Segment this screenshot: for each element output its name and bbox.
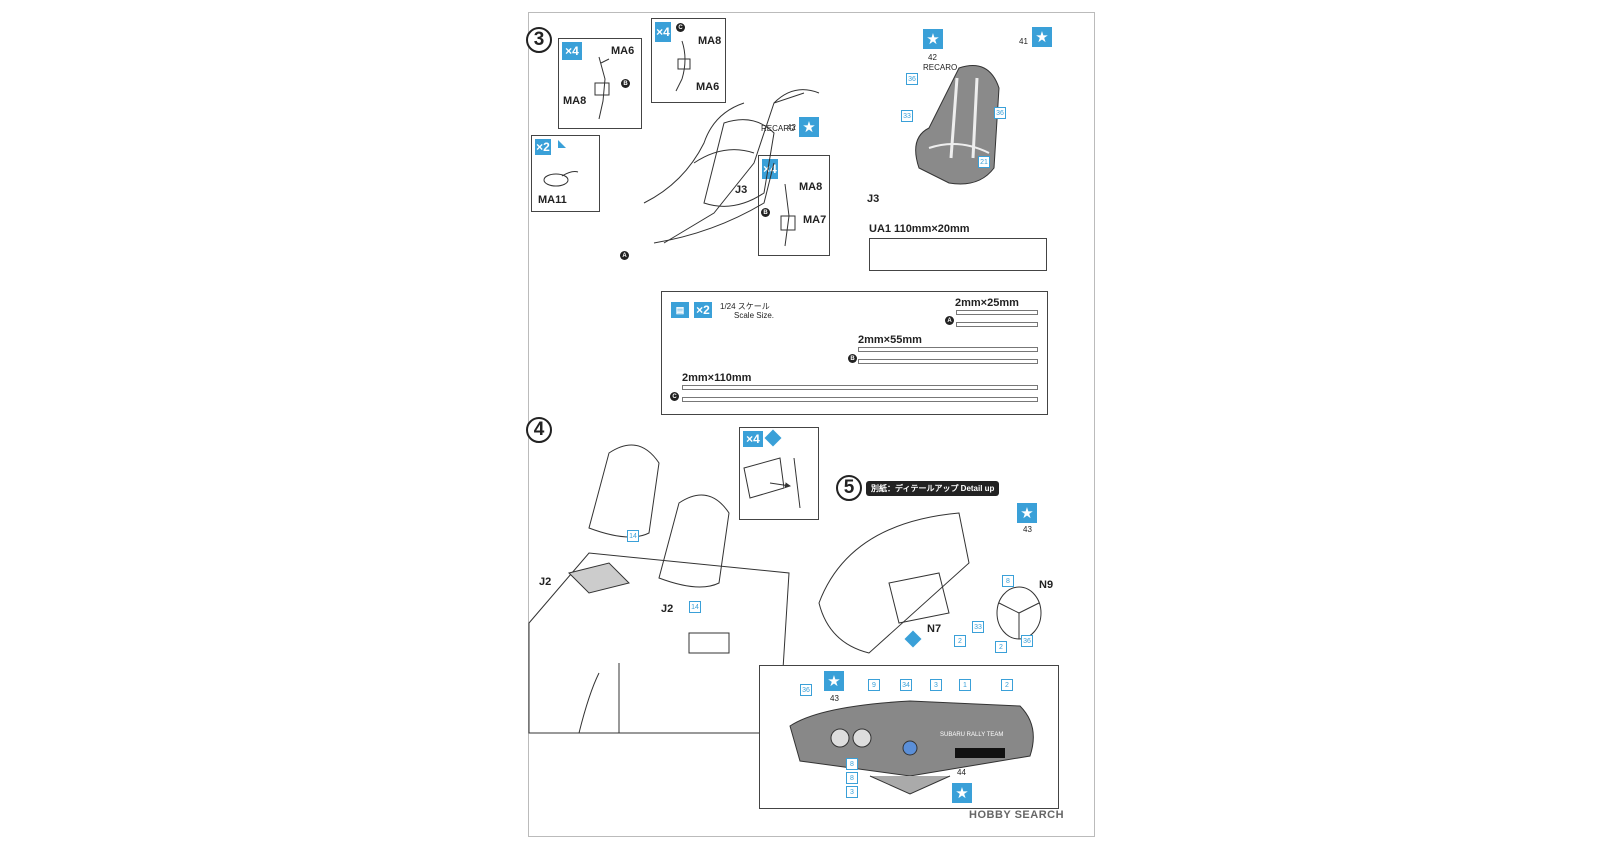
decal-number-42: 42 xyxy=(787,123,796,132)
multiplier-badge: ×2 xyxy=(694,302,712,318)
part-label-ma11: MA11 xyxy=(538,194,567,206)
finished-seat-drawing xyxy=(915,65,1000,185)
scale-en-text: Scale Size. xyxy=(734,311,775,320)
seat-assembly-drawing xyxy=(643,89,820,244)
instruction-sheet: 3 ×4 MA6 MA8 B ×4 C MA8 MA6 ×2 MA11 xyxy=(526,12,1095,837)
belt-anchor-drawing xyxy=(743,457,801,509)
tape-size-c: 2mm×110mm xyxy=(682,372,752,384)
recaro-decal-text: RECARO xyxy=(761,124,796,133)
color-number-33: 33 xyxy=(901,110,913,122)
belt-clip-drawing xyxy=(675,40,691,92)
color-number-34: 34 xyxy=(900,679,912,691)
tape-strip-a xyxy=(956,322,1038,327)
color-number-2: 2 xyxy=(954,635,966,647)
decal-number-41: 41 xyxy=(1019,37,1028,46)
multiplier-badge: ×4 xyxy=(562,42,582,60)
tape-strip-a xyxy=(956,310,1038,315)
color-number-36: 36 xyxy=(1021,635,1033,647)
decal-star-icon: ★ xyxy=(923,29,943,49)
decal-number-44: 44 xyxy=(957,768,966,777)
step-4-marker: 4 xyxy=(526,417,552,443)
decal-star-icon: ★ xyxy=(799,117,819,137)
decal-number-43: 43 xyxy=(830,694,839,703)
tape-icon: ▤ xyxy=(671,302,689,318)
color-number-36: 36 xyxy=(994,107,1006,119)
color-number-8: 8 xyxy=(846,772,858,784)
color-number-14: 14 xyxy=(627,530,639,542)
multiplier-badge: ×4 xyxy=(655,22,671,42)
color-number-33: 33 xyxy=(972,621,984,633)
tape-ua1-label: UA1 110mm×20mm xyxy=(869,223,970,235)
belt-end-drawing xyxy=(780,183,796,247)
multiplier-badge: ×4 xyxy=(743,431,763,447)
letter-marker-c: C xyxy=(670,392,679,401)
letter-marker-a: A xyxy=(945,316,954,325)
dashboard-drawing xyxy=(818,512,970,654)
callout-belt-anchor: ×4 xyxy=(739,427,819,520)
steering-wheel-drawing xyxy=(996,586,1042,640)
scale-jp-text: 1/24 スケール xyxy=(720,302,770,311)
decal-star-icon: ★ xyxy=(1017,503,1037,523)
part-label-n9: N9 xyxy=(1039,579,1054,591)
recaro-decal-text: RECARO xyxy=(923,63,958,72)
decal-number-42: 42 xyxy=(928,53,937,62)
color-number-1: 1 xyxy=(959,679,971,691)
letter-marker-b: B xyxy=(761,208,770,217)
part-label-ma8: MA8 xyxy=(698,35,722,47)
decal-star-icon: ★ xyxy=(1032,27,1052,47)
letter-marker-b: B xyxy=(848,354,857,363)
part-label-n7: N7 xyxy=(927,623,942,635)
color-number-8: 8 xyxy=(846,758,858,770)
color-number-36: 36 xyxy=(906,73,918,85)
dash-team-text: SUBARU RALLY TEAM xyxy=(940,732,1004,738)
callout-belt-ma6-ma8: ×4 MA6 MA8 B xyxy=(558,38,642,129)
finished-dashboard-drawing xyxy=(789,700,1034,795)
part-label-j3: J3 xyxy=(867,193,880,205)
color-number-3: 3 xyxy=(930,679,942,691)
tape-strip-c xyxy=(682,397,1038,402)
color-number-36: 36 xyxy=(800,684,812,696)
letter-marker-a: A xyxy=(620,251,629,260)
multiplier-badge: ×2 xyxy=(535,139,551,155)
detail-up-badge: 別紙：ディテールアップ Detail up xyxy=(866,481,1000,496)
decal-number-43: 43 xyxy=(1023,525,1032,534)
tape-size-panel: ▤ ×2 1/24 スケール Scale Size. 2mm×25mm A 2m… xyxy=(661,291,1048,415)
tape-strip-b xyxy=(858,359,1038,364)
color-number-3: 3 xyxy=(846,786,858,798)
decal-star-icon: ★ xyxy=(952,783,972,803)
part-label-ma8: MA8 xyxy=(563,95,587,107)
part-label-ma8: MA8 xyxy=(799,181,823,193)
part-label-ma7: MA7 xyxy=(803,214,827,226)
finished-dashboard-panel: SUBARU RALLY TEAM 36 ★ 43 9 34 3 1 2 8 8… xyxy=(759,665,1059,809)
part-label-ma6: MA6 xyxy=(696,81,720,93)
color-number-21: 21 xyxy=(978,156,990,168)
color-number-8: 8 xyxy=(1002,575,1014,587)
tape-ua1-box xyxy=(869,238,1047,271)
tape-strip-b xyxy=(858,347,1038,352)
callout-belt-ma11: ×2 MA11 xyxy=(531,135,600,212)
tape-size-b: 2mm×55mm xyxy=(858,334,922,346)
color-number-14: 14 xyxy=(689,601,701,613)
callout-belt-ma8-ma7: ×4 MA8 B MA7 xyxy=(758,155,830,256)
watermark: HOBBY SEARCH xyxy=(969,809,1065,821)
tape-size-a: 2mm×25mm xyxy=(955,297,1019,309)
chassis-interior-drawing xyxy=(528,444,790,734)
letter-marker-c: C xyxy=(676,23,685,32)
letter-marker-b: B xyxy=(621,79,630,88)
tape-strip-c xyxy=(682,385,1038,390)
color-number-2: 2 xyxy=(995,641,1007,653)
part-label-j3: J3 xyxy=(735,184,748,196)
callout-belt-ma8-ma6: ×4 C MA8 MA6 xyxy=(651,18,726,103)
decal-star-icon: ★ xyxy=(824,671,844,691)
color-number-9: 9 xyxy=(868,679,880,691)
part-label-j2: J2 xyxy=(661,603,674,615)
part-label-ma6: MA6 xyxy=(611,45,635,57)
buckle-drawing xyxy=(543,140,579,187)
part-label-j2: J2 xyxy=(539,576,552,588)
belt-buckle-drawing xyxy=(594,56,610,120)
step-3-marker: 3 xyxy=(526,27,552,53)
color-number-2: 2 xyxy=(1001,679,1013,691)
step-5-marker: 5 xyxy=(836,475,862,501)
